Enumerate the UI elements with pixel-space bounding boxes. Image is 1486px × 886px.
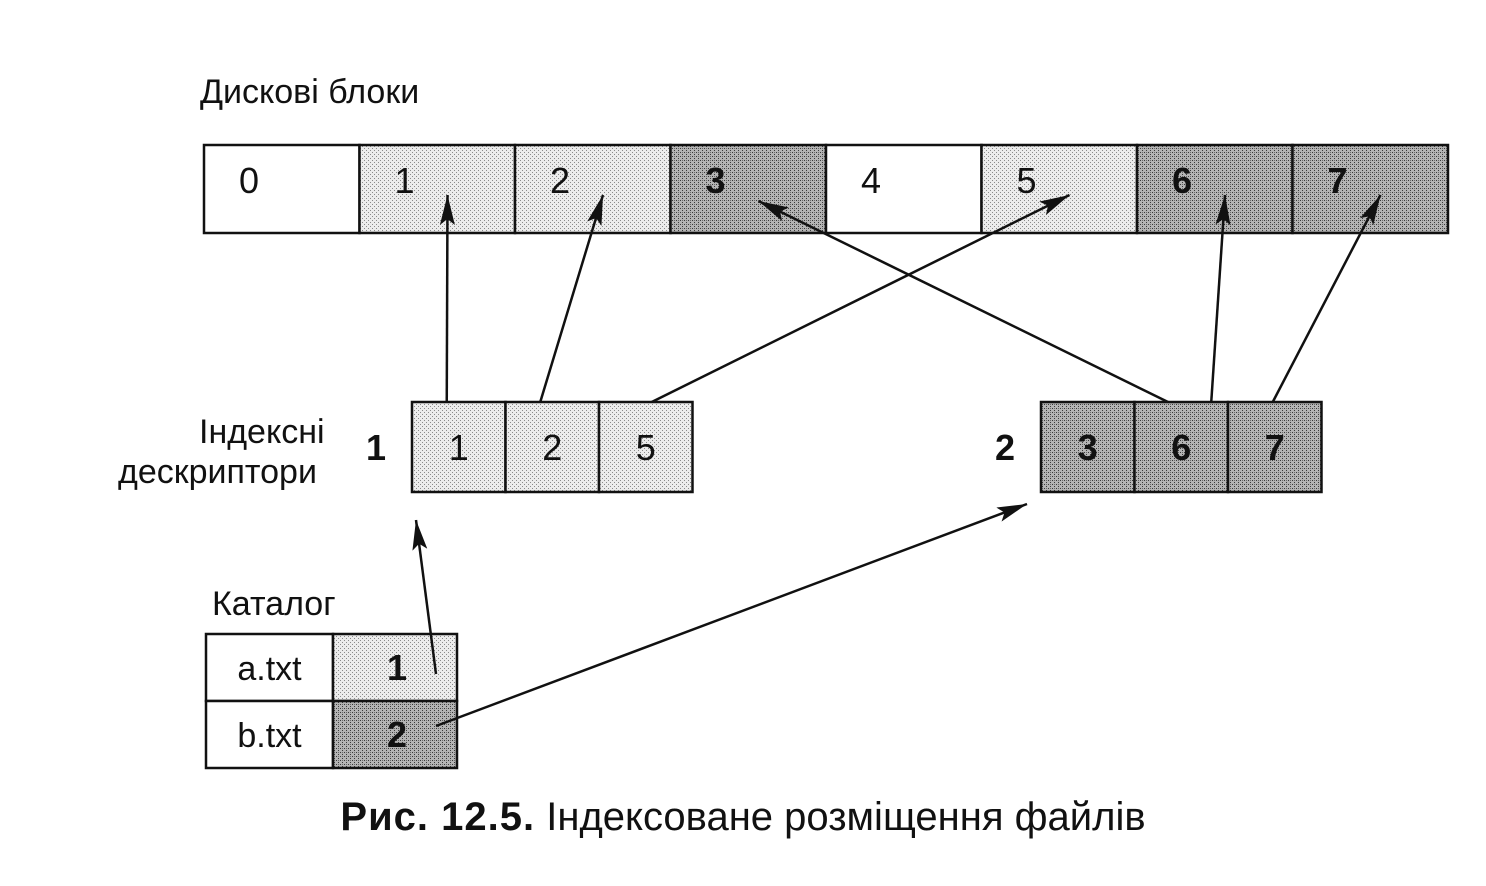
index-1-slot-5 bbox=[597, 400, 694, 494]
arrow-index-2-to-block-3 bbox=[757, 199, 1169, 404]
disk-block-0 bbox=[202, 143, 361, 235]
index-1-slot-label-2: 2 bbox=[542, 427, 562, 468]
disk-block-label-1: 1 bbox=[394, 160, 414, 201]
caption-prefix: Рис. 12.5. bbox=[340, 795, 536, 839]
catalog-descriptor-a.txt: 1 bbox=[387, 647, 407, 688]
catalog-descriptor-b.txt: 2 bbox=[387, 714, 407, 755]
arrow-index-2-to-block-6 bbox=[1210, 194, 1231, 403]
index-2-slot-3 bbox=[1039, 400, 1136, 494]
index-1-slot-label-1: 1 bbox=[449, 427, 469, 468]
catalog-label: Каталог bbox=[212, 585, 336, 623]
index-1-slot-2 bbox=[504, 400, 601, 494]
disk-block-7 bbox=[1291, 143, 1450, 235]
disk-blocks-label: Дискові блоки bbox=[200, 73, 420, 111]
disk-block-label-0: 0 bbox=[239, 160, 259, 201]
disk-block-1 bbox=[358, 143, 517, 235]
figure-caption: Рис. 12.5. Індексоване розміщення файлів bbox=[0, 797, 1486, 837]
index-2-slot-label-3: 3 bbox=[1078, 427, 1098, 468]
index-descriptors-label-line2: дескриптори bbox=[118, 453, 317, 491]
catalog-name-a.txt: a.txt bbox=[237, 650, 302, 688]
catalog-name-b.txt: b.txt bbox=[237, 717, 302, 755]
index-2-slot-7 bbox=[1226, 400, 1323, 494]
index-descriptors-label-line1: Індексні bbox=[199, 413, 325, 451]
arrow-index-1-to-block-1 bbox=[439, 194, 455, 403]
disk-block-label-7: 7 bbox=[1327, 160, 1347, 201]
index-descriptor-number-2: 2 bbox=[995, 427, 1015, 468]
arrow-catalog-b.txt bbox=[435, 502, 1028, 728]
disk-block-4 bbox=[824, 143, 983, 235]
catalog-name-cell-b.txt bbox=[204, 699, 335, 770]
disk-block-label-3: 3 bbox=[705, 160, 725, 201]
disk-block-label-6: 6 bbox=[1172, 160, 1192, 201]
index-2-slot-label-7: 7 bbox=[1265, 427, 1285, 468]
arrow-index-1-to-block-5 bbox=[651, 193, 1071, 404]
catalog-descriptor-cell-b.txt bbox=[331, 699, 459, 770]
disk-block-3 bbox=[669, 143, 828, 235]
index-1-slot-label-5: 5 bbox=[636, 427, 656, 468]
index-descriptor-number-1: 1 bbox=[366, 427, 386, 468]
disk-block-label-2: 2 bbox=[550, 160, 570, 201]
arrows-layer bbox=[412, 193, 1382, 728]
disk-block-6 bbox=[1135, 143, 1294, 235]
index-2-slot-6 bbox=[1133, 400, 1230, 494]
arrow-catalog-a.txt bbox=[412, 519, 438, 675]
cell-text-layer: 0 1 2 3 4 5 6 7 1 1 2 5 2 3 6 7 a.txt 1 b.txt 2 bbox=[237, 160, 1347, 755]
index-2-slot-label-6: 6 bbox=[1171, 427, 1191, 468]
disk-block-label-4: 4 bbox=[861, 160, 881, 201]
cells-layer bbox=[202, 143, 1450, 770]
arrow-index-1-to-block-2 bbox=[539, 194, 605, 403]
arrow-index-2-to-block-7 bbox=[1271, 194, 1382, 403]
disk-block-label-5: 5 bbox=[1016, 160, 1036, 201]
index-1-slot-1 bbox=[410, 400, 507, 494]
caption-text: Індексоване розміщення файлів bbox=[535, 795, 1146, 839]
disk-block-5 bbox=[980, 143, 1139, 235]
catalog-descriptor-cell-a.txt bbox=[331, 632, 459, 703]
disk-block-2 bbox=[513, 143, 672, 235]
